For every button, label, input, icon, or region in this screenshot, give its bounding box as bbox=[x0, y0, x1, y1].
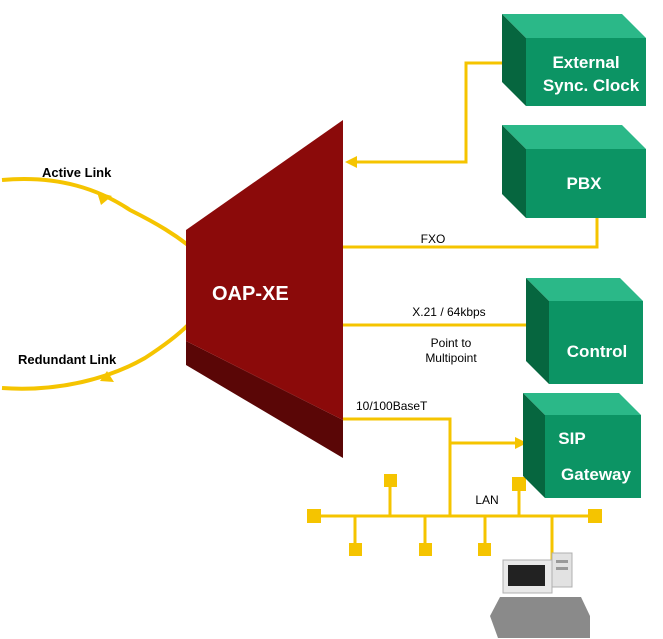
external-sync-clock-box bbox=[502, 14, 646, 106]
lan-node bbox=[478, 543, 491, 556]
sync-clock-arrow bbox=[345, 156, 357, 168]
gateway-label: Gateway bbox=[561, 465, 631, 484]
lan-node bbox=[349, 543, 362, 556]
pbx-label: PBX bbox=[567, 174, 603, 193]
lan-node bbox=[588, 509, 602, 523]
point-to-label: Point to bbox=[431, 336, 472, 350]
lan-node bbox=[419, 543, 432, 556]
lan-label: LAN bbox=[475, 493, 498, 507]
redundant-link bbox=[1, 323, 190, 391]
sip-gateway-box bbox=[523, 393, 641, 498]
sync-clock-label-1: External bbox=[552, 53, 619, 72]
fxo-label: FXO bbox=[421, 232, 446, 246]
active-link-label: Active Link bbox=[42, 165, 112, 180]
lan-node bbox=[384, 474, 397, 487]
sync-clock-label-2: Sync. Clock bbox=[543, 76, 640, 95]
oap-xe-device bbox=[186, 120, 343, 458]
control-label: Control bbox=[567, 342, 627, 361]
x21-label: X.21 / 64kbps bbox=[412, 305, 485, 319]
sip-label: SIP bbox=[558, 429, 585, 448]
pbx-box bbox=[502, 125, 646, 218]
lan-nodes bbox=[307, 474, 602, 556]
control-box bbox=[526, 278, 643, 384]
ethernet-label: 10/100BaseT bbox=[356, 399, 428, 413]
computer-icon bbox=[490, 552, 590, 638]
oap-xe-label: OAP-XE bbox=[212, 283, 289, 305]
lan-node bbox=[307, 509, 321, 523]
active-link bbox=[1, 177, 190, 247]
multipoint-label: Multipoint bbox=[425, 351, 477, 365]
sip-gateway-arrow bbox=[515, 437, 527, 449]
redundant-link-label: Redundant Link bbox=[18, 352, 117, 367]
lan-node bbox=[512, 477, 526, 491]
